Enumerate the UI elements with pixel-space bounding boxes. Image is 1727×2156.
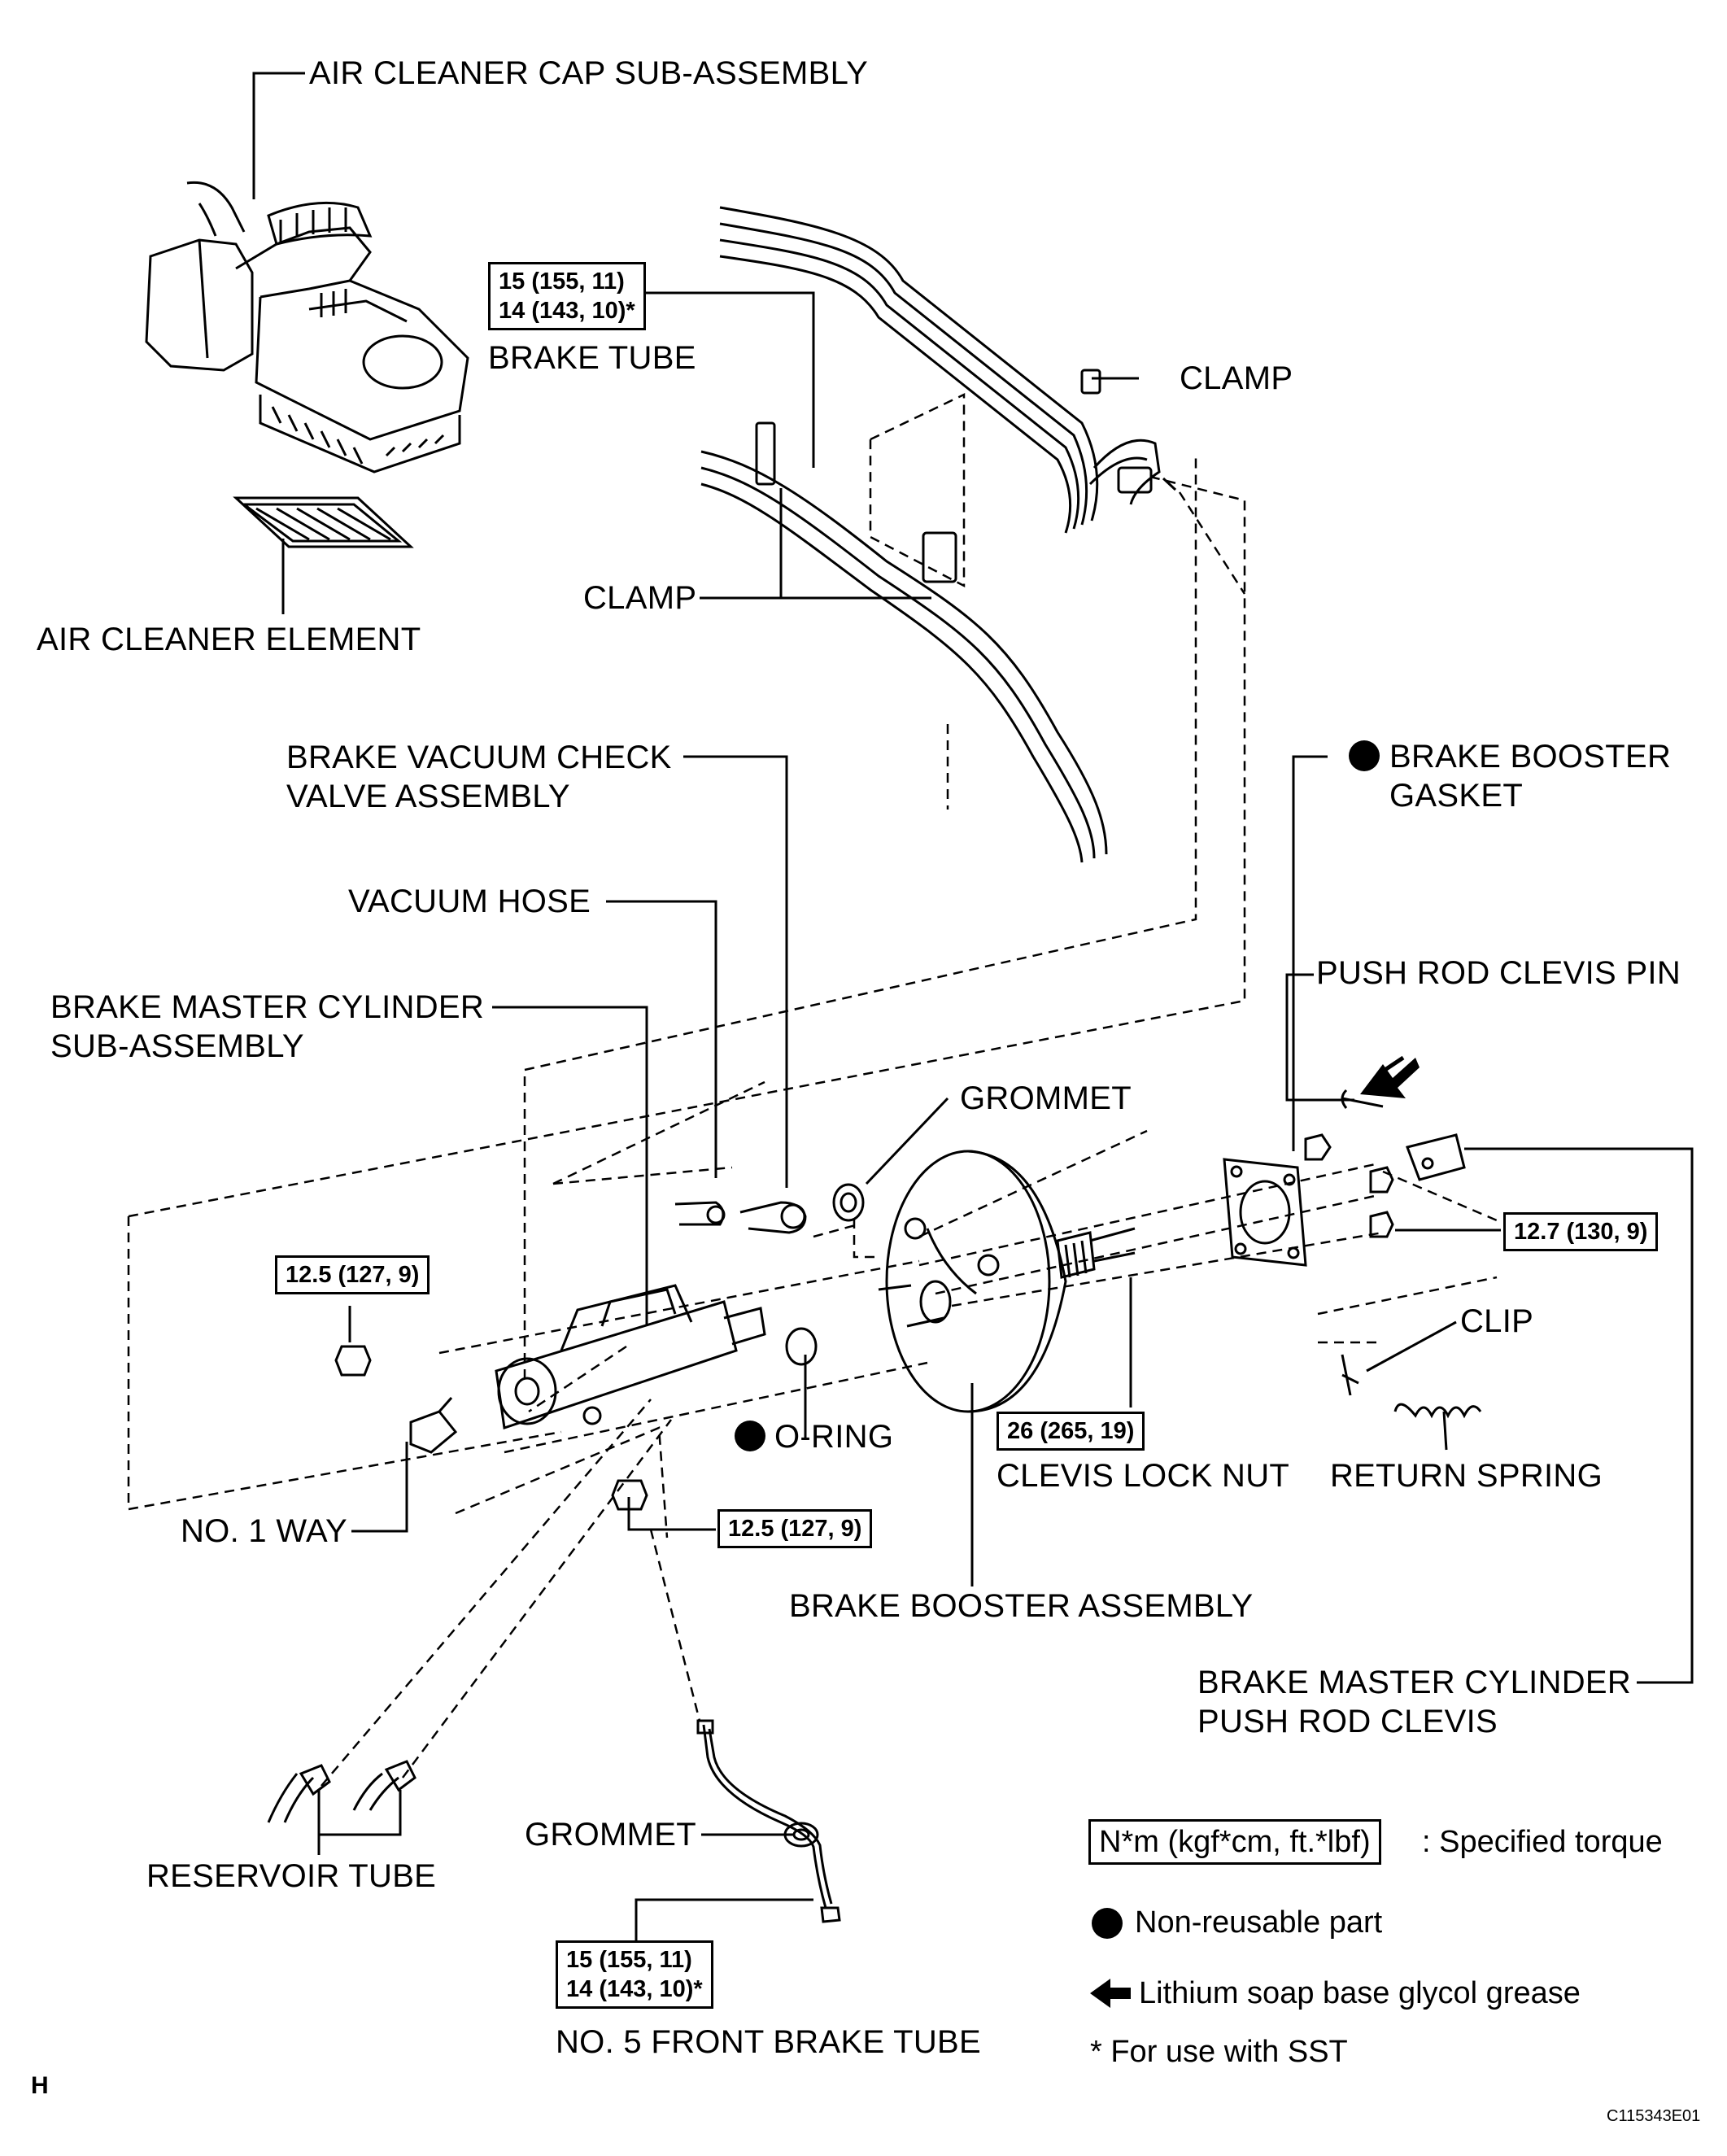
torque-clevis-lock-nut: 26 (265, 19) (1007, 1418, 1135, 1444)
legend-torque-desc: : Specified torque (1422, 1825, 1663, 1859)
label-return-spring: RETURN SPRING (1330, 1458, 1603, 1494)
label-booster-assembly: BRAKE BOOSTER ASSEMBLY (789, 1588, 1254, 1624)
label-o-ring: O-RING (774, 1419, 894, 1455)
leader-master-cyl (492, 1006, 648, 1326)
label-master-cyl-1: BRAKE MASTER CYLINDER (50, 989, 485, 1025)
label-air-cleaner-element: AIR CLEANER ELEMENT (37, 622, 421, 657)
check-valve-drawing (674, 1201, 807, 1234)
non-reusable-dot-gasket (1349, 740, 1380, 771)
label-clip: CLIP (1460, 1303, 1534, 1339)
label-grommet-bottom: GROMMET (525, 1817, 696, 1853)
leader-push-rod-clevis (1464, 1147, 1694, 1684)
label-clevis-lock-nut: CLEVIS LOCK NUT (997, 1458, 1290, 1494)
figure-code: C115343E01 (1607, 2107, 1701, 2125)
label-check-valve-2: VALVE ASSEMBLY (286, 779, 570, 814)
leader-nut-upper (348, 1306, 351, 1342)
torque-booster-nut: 12.7 (130, 9) (1514, 1219, 1648, 1245)
leader-reservoir-tube (317, 1790, 402, 1855)
label-push-rod-clevis-2: PUSH ROD CLEVIS (1197, 1704, 1498, 1739)
label-push-rod-clevis-1: BRAKE MASTER CYLINDER (1197, 1665, 1632, 1700)
legend-non-reusable: Non-reusable part (1135, 1905, 1383, 1940)
leader-nut-lower (627, 1497, 716, 1531)
legend-non-reusable-icon (1092, 1908, 1123, 1939)
torque-brake-tube-2: 14 (143, 10)* (499, 298, 635, 324)
brake-booster-drawing (878, 1150, 1136, 1413)
leader-grommet-top (865, 1097, 949, 1185)
label-booster-gasket-2: GASKET (1389, 778, 1524, 814)
legend-left-arrow-icon (1090, 1979, 1131, 2008)
torque-front-tube-2: 14 (143, 10)* (566, 1976, 703, 2002)
label-no1-way: NO. 1 WAY (181, 1513, 347, 1549)
leader-brake-tube (617, 291, 815, 468)
label-front-brake-tube: NO. 5 FRONT BRAKE TUBE (556, 2024, 982, 2060)
torque-front-tube-1: 15 (155, 11) (566, 1947, 692, 1973)
label-check-valve-1: BRAKE VACUUM CHECK (286, 740, 672, 775)
leader-no1-way (351, 1442, 408, 1533)
leader-clip (1366, 1320, 1457, 1373)
booster-gasket-drawing (1223, 1158, 1307, 1267)
leader-clamp-mid (700, 488, 931, 600)
label-air-cleaner-cap: AIR CLEANER CAP SUB-ASSEMBLY (309, 55, 869, 91)
torque-box-nut-upper: 12.5 (127, 9) (275, 1255, 430, 1294)
leader-booster-gasket (1292, 755, 1328, 1151)
master-cylinder-drawing (495, 1284, 818, 1429)
leader-push-rod-pin (1285, 973, 1354, 1102)
label-reservoir-tube: RESERVOIR TUBE (146, 1858, 437, 1894)
torque-box-front-tube: 15 (155, 11) 14 (143, 10)* (556, 1940, 713, 2009)
torque-brake-tube-1: 15 (155, 11) (499, 268, 625, 295)
torque-box-brake-tube: 15 (155, 11) 14 (143, 10)* (488, 262, 646, 330)
air-cleaner-cap-drawing (145, 181, 469, 474)
label-vacuum-hose: VACUUM HOSE (348, 884, 591, 919)
non-reusable-dot-o-ring (735, 1421, 765, 1451)
label-master-cyl-2: SUB-ASSEMBLY (50, 1028, 304, 1064)
leader-check-valve (683, 755, 788, 1188)
leader-air-cleaner-cap (252, 72, 305, 199)
label-booster-gasket-1: BRAKE BOOSTER (1389, 739, 1672, 775)
torque-nut-upper: 12.5 (127, 9) (286, 1262, 420, 1288)
label-push-rod-pin: PUSH ROD CLEVIS PIN (1316, 955, 1681, 991)
legend-torque-box: N*m (kgf*cm, ft.*lbf) (1088, 1819, 1381, 1865)
leader-front-tube (635, 1898, 813, 1957)
leader-vacuum-hose (606, 900, 717, 1178)
grease-arrow-icon (1360, 1058, 1420, 1098)
label-clamp-mid: CLAMP (583, 580, 697, 616)
corner-mark: H (31, 2072, 49, 2099)
torque-nut-lower: 12.5 (127, 9) (728, 1516, 862, 1542)
legend-grease: Lithium soap base glycol grease (1139, 1976, 1581, 2010)
label-clamp-top: CLAMP (1180, 360, 1293, 396)
legend-sst: * For use with SST (1090, 2035, 1348, 2069)
air-cleaner-element-drawing (233, 496, 414, 548)
label-grommet-top: GROMMET (960, 1080, 1132, 1116)
label-brake-tube: BRAKE TUBE (488, 340, 696, 376)
torque-box-clevis-lock-nut: 26 (265, 19) (997, 1412, 1145, 1451)
torque-box-booster-nut: 12.7 (130, 9) (1503, 1212, 1659, 1251)
leader-return-spring (1442, 1411, 1448, 1451)
torque-box-nut-lower: 12.5 (127, 9) (717, 1509, 873, 1548)
